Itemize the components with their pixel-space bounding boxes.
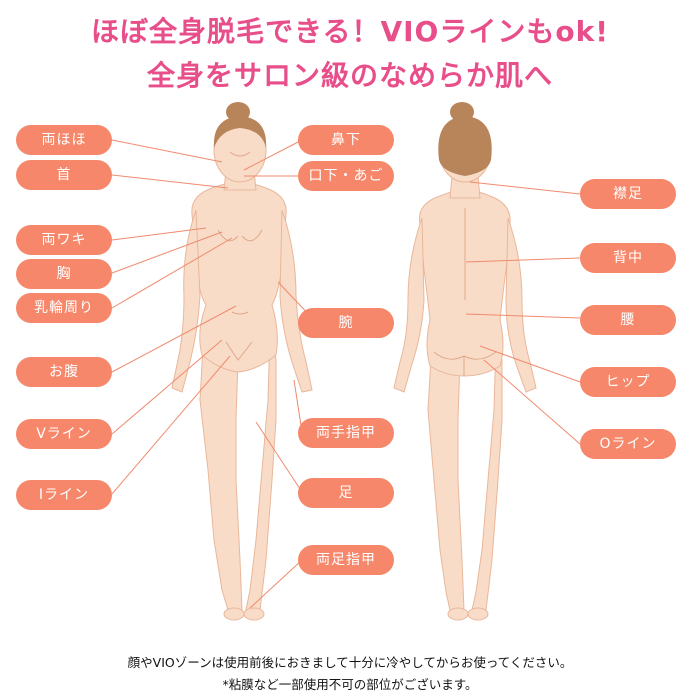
label-onaka: お腹 [16, 357, 112, 387]
label-ryouwaki: 両ワキ [16, 225, 112, 255]
footer-note-2: *粘膜など一部使用不可の部位がございます。 [222, 677, 478, 692]
label-nyuurin: 乳輪周り [16, 293, 112, 323]
label-vline: Vライン [16, 419, 112, 449]
connector-lines [111, 139, 581, 609]
label-senaka: 背中 [580, 243, 676, 273]
headline-line1: ほぼ全身脱毛できる！VIOラインもok! [91, 15, 609, 48]
label-ryouashi-yubi: 両足指甲 [298, 545, 394, 575]
back-details [433, 208, 497, 376]
label-kubi: 首 [16, 160, 112, 190]
label-ashi: 足 [298, 478, 394, 508]
label-iline: Iライン [16, 480, 112, 510]
label-mune: 胸 [16, 259, 112, 289]
front-figure [171, 117, 313, 621]
back-hair [438, 102, 492, 176]
front-hair [213, 102, 267, 148]
label-oline: Oライン [580, 429, 676, 459]
label-hana-shita: 鼻下 [298, 125, 394, 155]
label-ryouhoho: 両ほほ [16, 125, 112, 155]
label-koshi: 腰 [580, 305, 676, 335]
footer-note-1: 顔やVIOゾーンは使用前後におきまして十分に冷やしてからお使ってください。 [127, 655, 573, 670]
label-erie: 襟足 [580, 179, 676, 209]
back-figure [393, 117, 537, 621]
label-ryoute-yubi: 両手指甲 [298, 418, 394, 448]
label-ude: 腕 [298, 308, 394, 338]
headline-line2: 全身をサロン級のなめらか肌へ [146, 59, 553, 92]
label-hip: ヒップ [580, 367, 676, 397]
label-kuchi-shita: 口下・あご [298, 161, 394, 191]
